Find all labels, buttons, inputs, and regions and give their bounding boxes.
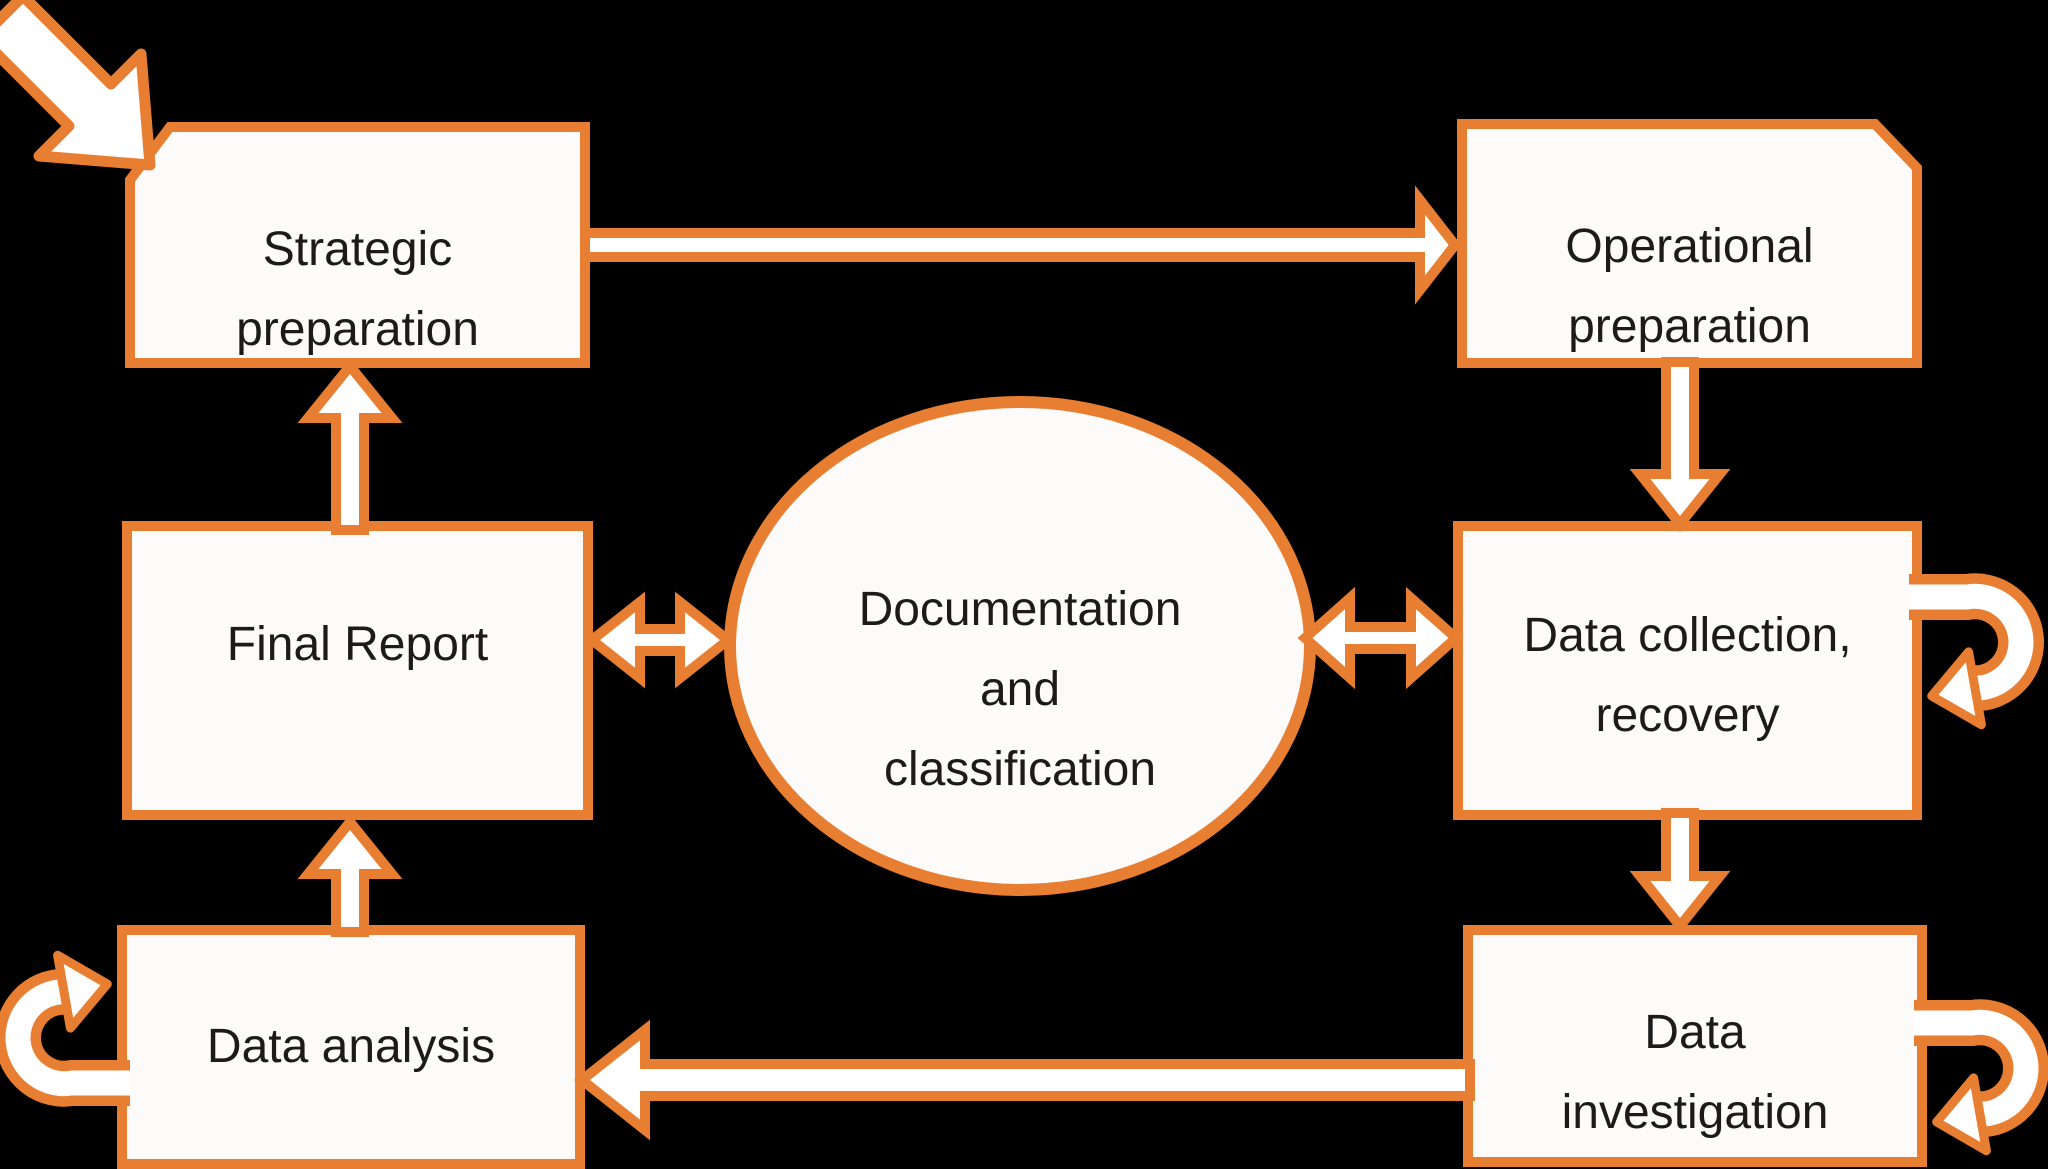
node-shape-data-collection-recovery [1453, 521, 1922, 820]
entry-arrow [0, 0, 156, 171]
arrow-data-investigation-to-data-analysis [573, 1019, 1475, 1141]
node-shape-data-investigation [1463, 925, 1927, 1167]
double-arrow-final-report-documentation [583, 591, 737, 689]
self-loop-data-investigation [1914, 1022, 2026, 1150]
self-loop-data-analysis [18, 955, 130, 1083]
node-shape-documentation-classification [724, 396, 1316, 896]
arrow-operational-to-data-collection [1629, 357, 1731, 533]
arrow-data-collection-to-data-investigation [1629, 808, 1731, 935]
double-arrow-documentation-data-collection [1297, 586, 1464, 690]
node-shape-final-report [122, 521, 593, 820]
self-loop-data-collection [1909, 596, 2021, 724]
arrow-data-analysis-to-final-report [297, 814, 403, 937]
arrow-strategic-to-operational [580, 185, 1462, 305]
arrow-final-report-to-strategic [297, 358, 403, 535]
node-shape-strategic-preparation [125, 122, 590, 368]
node-shape-operational-preparation [1457, 119, 1922, 368]
node-shape-data-analysis [117, 925, 585, 1169]
